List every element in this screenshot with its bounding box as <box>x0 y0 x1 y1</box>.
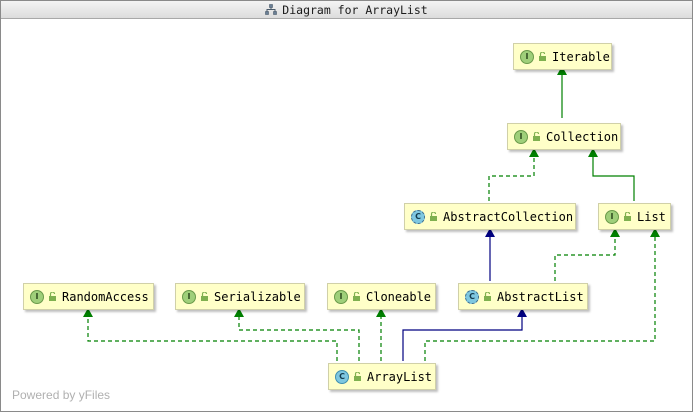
unlocked-icon <box>201 292 208 301</box>
edge-arraylist-randomaccess <box>87 317 338 361</box>
node-abstractlist[interactable]: C AbstractList <box>458 283 588 310</box>
diagram-canvas[interactable]: I Iterable I Collection C AbstractCollec… <box>1 19 692 411</box>
class-icon: C <box>335 369 349 384</box>
arrowhead <box>529 148 539 157</box>
abstract-class-icon: C <box>465 289 479 304</box>
window-title: Diagram for ArrayList <box>282 2 428 17</box>
hierarchy-diagram-icon <box>265 4 278 15</box>
node-label: Collection <box>546 129 619 144</box>
arrowhead <box>234 308 244 317</box>
node-arraylist[interactable]: C ArrayList <box>328 363 436 390</box>
unlocked-icon <box>484 292 491 301</box>
node-label: ArrayList <box>367 369 433 384</box>
node-iterable[interactable]: I Iterable <box>513 43 612 70</box>
node-serializable[interactable]: I Serializable <box>175 283 305 310</box>
abstract-class-icon: C <box>411 209 425 224</box>
unlocked-icon <box>533 132 540 141</box>
unlocked-icon <box>353 292 360 301</box>
node-randomaccess[interactable]: I RandomAccess <box>23 283 154 310</box>
arrowhead <box>376 308 386 317</box>
edge-abstractlist-list <box>554 237 616 281</box>
node-label: List <box>637 209 666 224</box>
relation-edges <box>83 66 660 361</box>
arrowhead <box>650 228 660 237</box>
unlocked-icon <box>430 212 437 221</box>
node-label: Cloneable <box>366 289 432 304</box>
edge-arraylist-serializable <box>238 317 360 361</box>
interface-icon: I <box>605 209 619 224</box>
arrowhead <box>557 66 567 75</box>
unlocked-icon <box>49 292 56 301</box>
node-label: Serializable <box>214 289 301 304</box>
node-label: Iterable <box>552 49 610 64</box>
interface-icon: I <box>514 129 528 144</box>
edge-arraylist-list <box>424 237 656 361</box>
node-label: RandomAccess <box>62 289 149 304</box>
interface-icon: I <box>30 289 44 304</box>
node-list[interactable]: I List <box>598 203 671 230</box>
title-bar: Diagram for ArrayList <box>1 1 692 19</box>
arrowhead <box>485 228 495 237</box>
arrowhead <box>517 308 527 317</box>
arrowhead <box>610 228 620 237</box>
arrowhead <box>588 148 598 157</box>
node-label: AbstractList <box>497 289 584 304</box>
node-cloneable[interactable]: I Cloneable <box>327 283 436 310</box>
unlocked-icon <box>354 372 361 381</box>
edge-arraylist-abstractlist <box>402 317 523 361</box>
edge-abstractcollection-collection <box>488 157 535 201</box>
interface-icon: I <box>334 289 348 304</box>
node-label: AbstractCollection <box>443 209 574 224</box>
yfiles-watermark: Powered by yFiles <box>12 388 111 402</box>
interface-icon: I <box>182 289 196 304</box>
unlocked-icon <box>539 52 546 61</box>
edge-list-collection <box>592 157 635 201</box>
arrowhead <box>83 308 93 317</box>
node-collection[interactable]: I Collection <box>507 123 621 150</box>
node-abstractcollection[interactable]: C AbstractCollection <box>404 203 576 230</box>
unlocked-icon <box>624 212 631 221</box>
interface-icon: I <box>520 49 534 64</box>
